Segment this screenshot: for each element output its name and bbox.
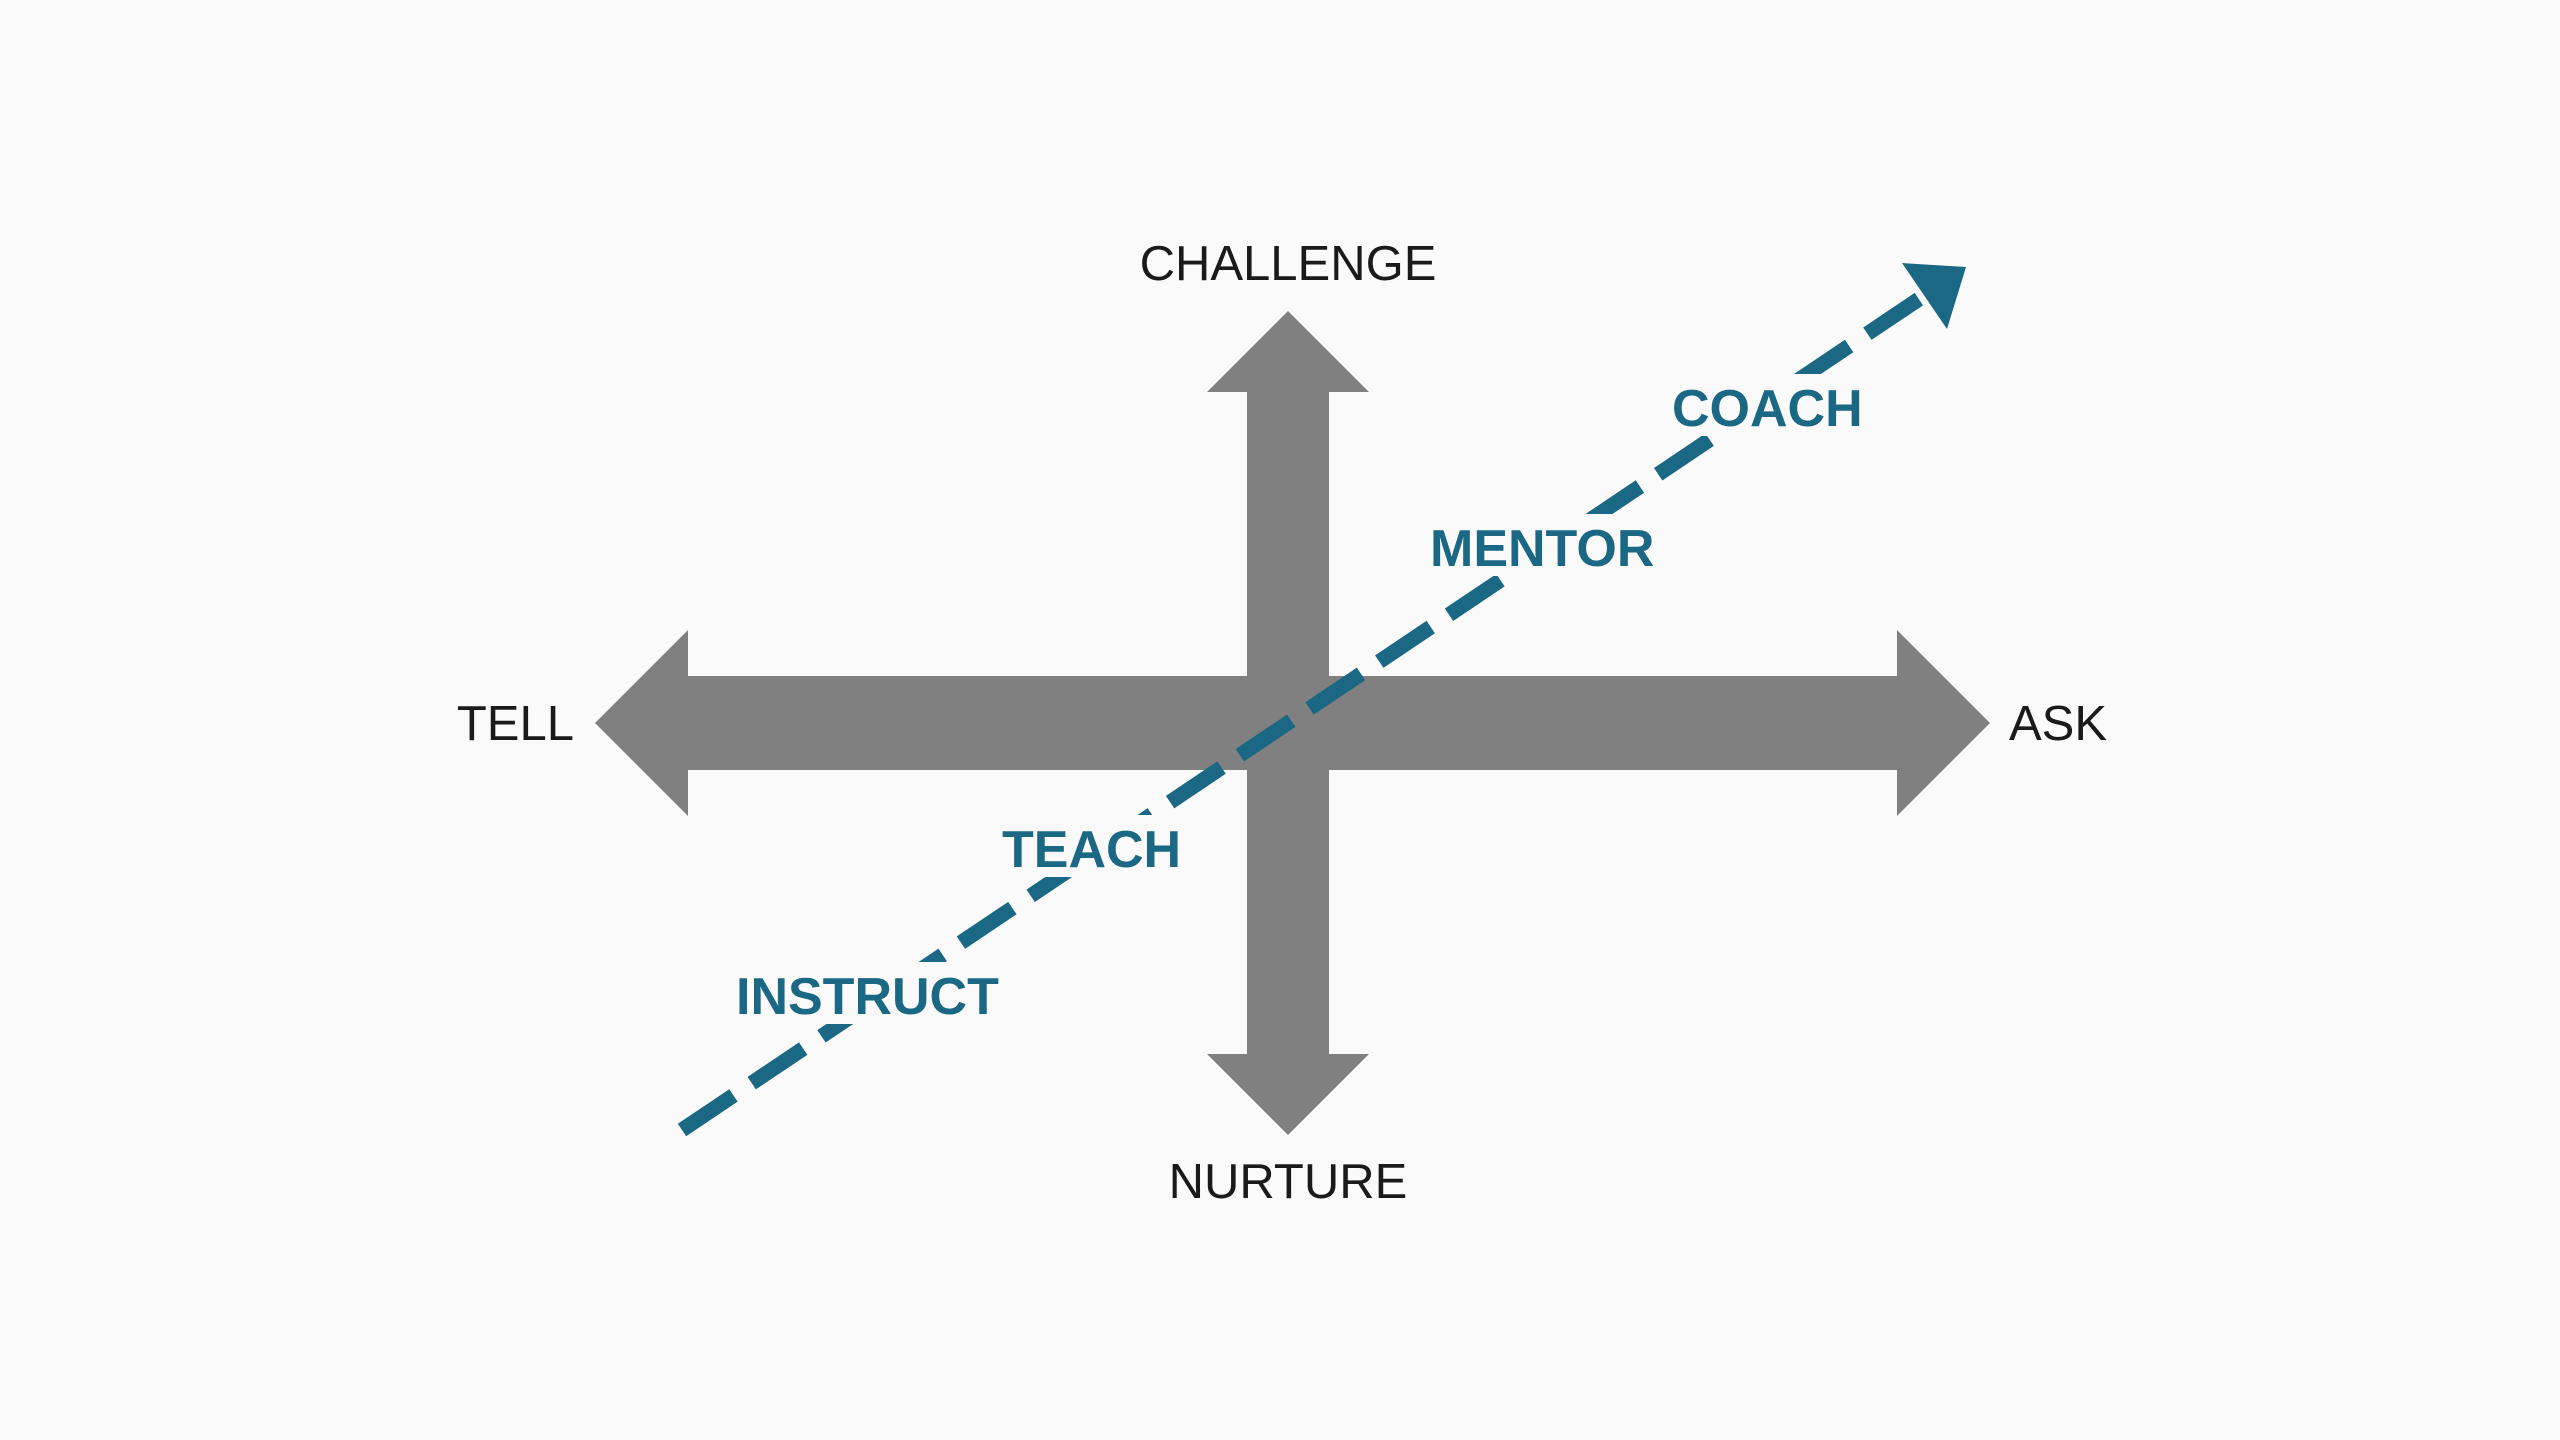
axis-label-nurture: NURTURE	[1169, 1155, 1408, 1209]
axis-label-ask: ASK	[2009, 697, 2107, 751]
progression-arrowhead	[1902, 263, 1966, 329]
axis-label-tell: TELL	[457, 697, 574, 751]
stage-label-instruct: INSTRUCT	[728, 962, 999, 1026]
svg-text:MENTOR: MENTOR	[1430, 520, 1654, 578]
stage-label-mentor: MENTOR	[1424, 514, 1654, 578]
svg-text:COACH: COACH	[1672, 380, 1863, 438]
stage-label-coach: COACH	[1665, 374, 1863, 438]
svg-text:TEACH: TEACH	[1002, 821, 1181, 879]
stage-label-teach: TEACH	[994, 815, 1181, 879]
svg-text:INSTRUCT: INSTRUCT	[736, 968, 999, 1026]
axis-label-challenge: CHALLENGE	[1140, 237, 1437, 291]
